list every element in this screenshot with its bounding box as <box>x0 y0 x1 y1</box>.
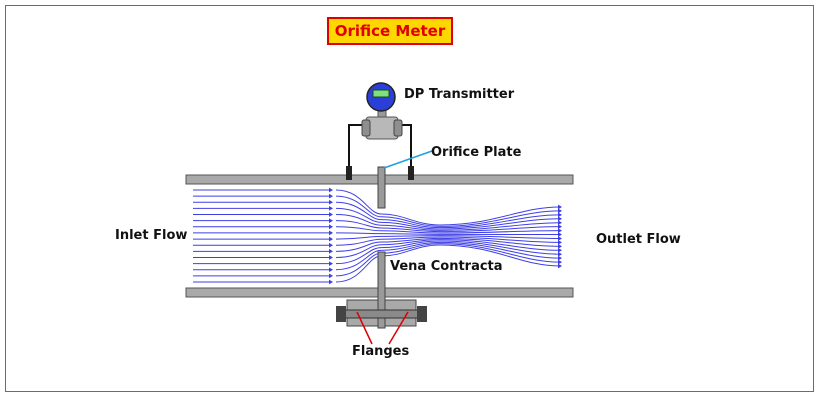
orifice-plate-lower <box>377 251 386 329</box>
outlet-streamline <box>335 237 561 252</box>
flow-arrowhead <box>558 232 562 237</box>
flow-arrowhead <box>329 187 333 193</box>
dp-transmitter <box>361 82 403 140</box>
flow-arrowhead <box>558 255 562 261</box>
flow-arrowhead <box>558 259 562 265</box>
orifice-plate <box>377 166 386 209</box>
flow-arrowhead <box>329 199 333 205</box>
flow-arrowhead <box>329 267 333 273</box>
outlet-streamline <box>335 226 561 234</box>
bolt-nut-right <box>417 306 427 322</box>
flow-arrowhead <box>329 279 333 285</box>
transmitter-flange-right <box>393 119 403 137</box>
flow-arrowhead <box>329 230 333 236</box>
flow-arrowhead <box>558 263 562 269</box>
flow-streamlines <box>193 187 562 285</box>
outlet-streamline <box>335 195 561 227</box>
flow-arrowhead <box>329 273 333 279</box>
orifice-plate-pointer <box>383 150 433 169</box>
flanges-pointer-right <box>388 311 409 345</box>
pressure-tap-downstream <box>408 166 414 180</box>
pressure-tap-upstream <box>346 166 352 180</box>
flow-arrowhead <box>329 255 333 260</box>
flow-arrowhead <box>329 212 333 217</box>
diagram-frame <box>5 5 814 392</box>
diagram-title: Orifice Meter <box>327 17 453 45</box>
flow-arrowhead <box>558 247 562 253</box>
label-orifice-plate: Orifice Plate <box>431 145 522 160</box>
flow-arrowhead <box>558 240 562 245</box>
label-vena-contracta: Vena Contracta <box>390 259 503 274</box>
outlet-streamline <box>335 220 561 233</box>
flow-arrowhead <box>329 224 333 230</box>
transmitter-flange-left <box>361 119 371 137</box>
flange-assembly <box>336 299 427 327</box>
flow-arrowhead <box>329 206 333 211</box>
flow-arrowhead <box>558 251 562 257</box>
label-flanges: Flanges <box>352 344 410 359</box>
outlet-streamline <box>335 239 561 258</box>
flow-arrowhead <box>329 261 333 266</box>
flow-arrowhead <box>558 204 562 210</box>
flow-arrowhead <box>558 236 562 241</box>
flow-arrowhead <box>558 208 562 214</box>
flow-arrowhead <box>329 218 333 224</box>
flow-arrowhead <box>558 220 562 226</box>
flow-arrowhead <box>329 236 333 242</box>
outlet-streamline <box>335 201 561 229</box>
flow-arrowhead <box>558 224 562 230</box>
outlet-streamline <box>335 189 561 226</box>
transmitter-display <box>372 89 390 98</box>
flange-bolt <box>337 309 426 319</box>
outlet-streamline <box>335 240 561 265</box>
flanges-pointer-left <box>356 311 373 345</box>
outlet-streamline <box>335 243 561 277</box>
impulse-line-upstream <box>348 124 366 180</box>
flow-arrowhead <box>558 212 562 218</box>
flow-arrowhead <box>558 243 562 249</box>
flow-arrowhead <box>329 193 333 199</box>
flow-arrowhead <box>329 248 333 254</box>
bolt-nut-left <box>336 306 346 322</box>
label-inlet-flow: Inlet Flow <box>115 228 188 243</box>
outlet-streamline <box>335 214 561 231</box>
flow-arrowhead <box>558 228 562 233</box>
flow-arrowhead <box>329 242 333 248</box>
outlet-streamline <box>335 236 561 246</box>
flow-arrowhead <box>558 216 562 222</box>
transmitter-body <box>365 116 399 140</box>
outlet-streamline <box>335 235 561 240</box>
outlet-streamline <box>335 241 561 271</box>
outlet-streamline <box>335 207 561 230</box>
label-dp-transmitter: DP Transmitter <box>404 87 515 102</box>
outlet-streamline <box>335 244 561 283</box>
label-outlet-flow: Outlet Flow <box>596 232 681 247</box>
outlet-streamline <box>335 232 561 236</box>
